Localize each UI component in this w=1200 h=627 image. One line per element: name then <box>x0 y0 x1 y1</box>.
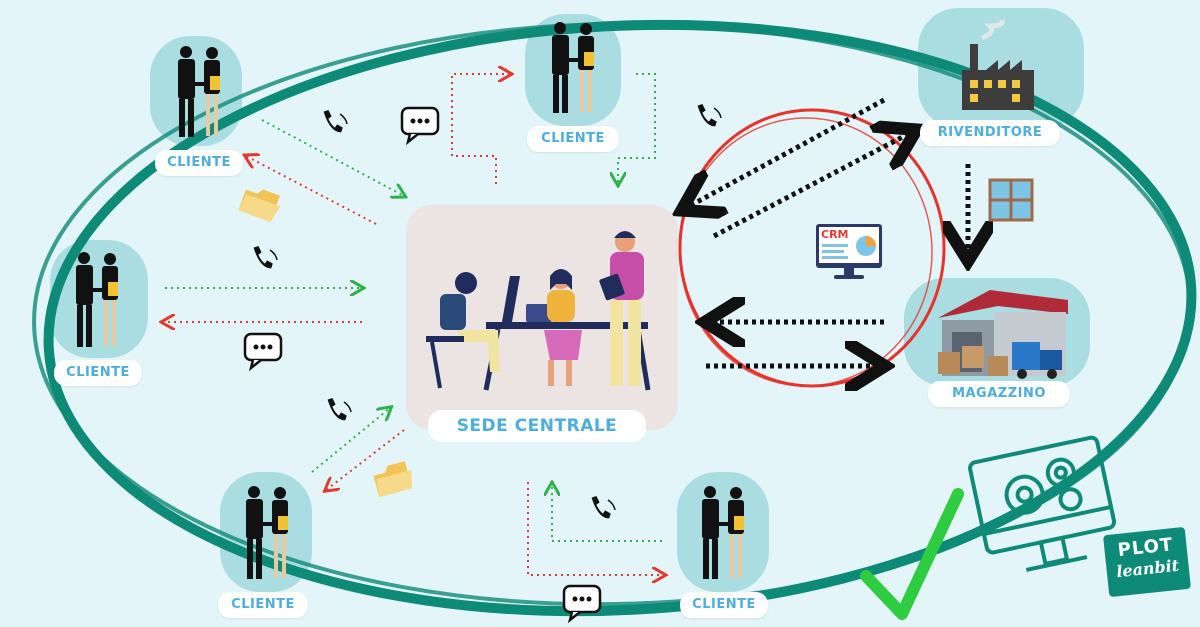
gear-monitor-icon <box>968 435 1117 572</box>
handshake-bottom-center <box>702 486 744 579</box>
response-arrows <box>163 74 664 575</box>
client-bubble-bottom-center <box>677 472 769 592</box>
outer-ellipse <box>32 19 1197 617</box>
supply-arrows <box>686 97 968 366</box>
crm-label: CRM <box>821 228 849 241</box>
phone-icon <box>327 398 352 421</box>
chat-icon <box>400 106 440 146</box>
phone-icon <box>591 496 616 519</box>
client-label-top-left: CLIENTE <box>155 150 243 176</box>
client-label-bottom-left: CLIENTE <box>218 592 308 618</box>
client-label-mid-left: CLIENTE <box>54 360 142 386</box>
window-icon <box>988 178 1034 222</box>
hq-team-illustration <box>426 231 651 391</box>
handshake-bottom-left <box>246 486 288 579</box>
handshake-mid-left <box>76 252 118 347</box>
phone-icon <box>253 246 278 269</box>
folder-icon <box>373 461 413 498</box>
client-label-top-center: CLIENTE <box>527 126 619 152</box>
chat-icon <box>243 332 283 372</box>
client-label-bottom-center: CLIENTE <box>680 592 768 618</box>
factory-icon <box>962 19 1034 110</box>
crm-circle <box>678 108 946 388</box>
request-arrows <box>165 73 662 542</box>
warehouse-icon <box>938 290 1068 379</box>
crm-monitor-icon <box>816 224 882 279</box>
hq-label: SEDE CENTRALE <box>428 410 646 442</box>
reseller-label: RIVENDITORE <box>920 120 1060 146</box>
checkmark-icon <box>860 488 964 620</box>
phone-icon <box>697 104 722 127</box>
handshake-top-left <box>178 46 220 137</box>
handshake-top-center <box>552 22 594 113</box>
brand-logo: PLOT leanbit <box>1102 526 1192 598</box>
warehouse-label: MAGAZZINO <box>928 381 1070 407</box>
phone-icon <box>323 110 348 133</box>
client-bubble-top-left <box>150 36 242 146</box>
chat-icon <box>562 584 602 624</box>
folder-icon <box>238 189 281 222</box>
